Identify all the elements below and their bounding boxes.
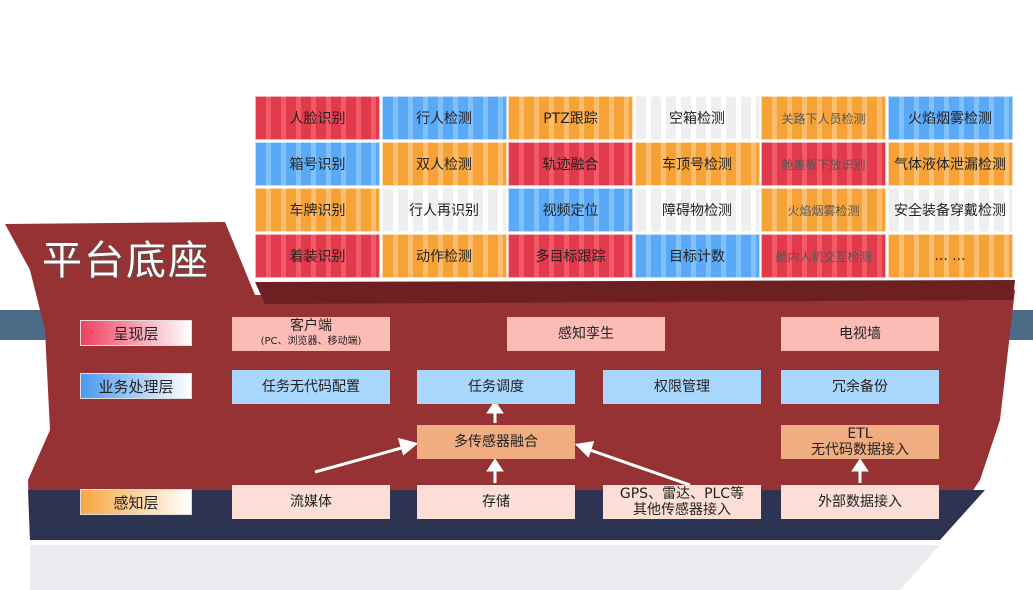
client-box: 客户端 (PC、浏览器、移动端) xyxy=(232,317,390,351)
permission-box: 权限管理 xyxy=(603,370,761,404)
storage-box: 存储 xyxy=(417,485,575,519)
container-1-5: 气体液体泄漏检测 xyxy=(887,142,1013,186)
container-0-1: 行人检测 xyxy=(381,96,507,140)
container-3-3: 目标计数 xyxy=(634,234,760,278)
twin-box: 感知孪生 xyxy=(507,317,665,351)
container-2-2: 视频定位 xyxy=(508,188,633,232)
container-2-5: 安全装备穿戴检测 xyxy=(887,188,1013,232)
layer-presentation: 呈现层 xyxy=(80,320,192,346)
container-3-5: ... ... xyxy=(887,234,1013,278)
etl-sub: 无代码数据接入 xyxy=(811,442,909,458)
container-0-2: PTZ跟踪 xyxy=(508,96,633,140)
external-box: 外部数据接入 xyxy=(781,485,939,519)
etl-label: ETL xyxy=(847,426,873,442)
backup-box: 冗余备份 xyxy=(781,370,939,404)
container-0-3: 空箱检测 xyxy=(634,96,760,140)
layer-business: 业务处理层 xyxy=(80,373,192,399)
container-1-2: 轨迹融合 xyxy=(508,142,633,186)
tvwall-box: 电视墙 xyxy=(781,317,939,351)
container-0-5: 火焰烟雾检测 xyxy=(887,96,1013,140)
container-3-1: 动作检测 xyxy=(381,234,507,278)
sensor-label: GPS、雷达、PLC等 xyxy=(619,486,745,502)
schedule-box: 任务调度 xyxy=(417,370,575,404)
sensor-sub: 其他传感器接入 xyxy=(633,502,731,518)
container-2-0: 车牌识别 xyxy=(255,188,380,232)
fusion-box: 多传感器融合 xyxy=(417,425,575,459)
client-sub: (PC、浏览器、移动端) xyxy=(260,336,362,347)
nocode-box: 任务无代码配置 xyxy=(232,370,390,404)
container-0-4: 关路下人员检测 xyxy=(761,96,886,140)
container-3-2: 多目标跟踪 xyxy=(508,234,633,278)
container-1-3: 车顶号检测 xyxy=(634,142,760,186)
container-1-1: 双人检测 xyxy=(381,142,507,186)
flow-arrows xyxy=(314,400,869,487)
stream-box: 流媒体 xyxy=(232,485,390,519)
container-0-0: 人脸识别 xyxy=(255,96,380,140)
layer-perception: 感知层 xyxy=(80,489,192,515)
platform-title: 平台底座 xyxy=(42,238,210,284)
container-3-0: 着装识别 xyxy=(255,234,380,278)
container-1-4: 舱盖板下放识别 xyxy=(761,142,886,186)
container-2-1: 行人再识别 xyxy=(381,188,507,232)
client-label: 客户端 xyxy=(290,318,332,334)
container-1-0: 箱号识别 xyxy=(255,142,380,186)
container-2-3: 障碍物检测 xyxy=(634,188,760,232)
container-3-4: 舱内人机交互检测 xyxy=(761,234,886,278)
container-2-4: 火焰烟雾检测 xyxy=(761,188,886,232)
sensor-box: GPS、雷达、PLC等其他传感器接入 xyxy=(603,485,761,519)
